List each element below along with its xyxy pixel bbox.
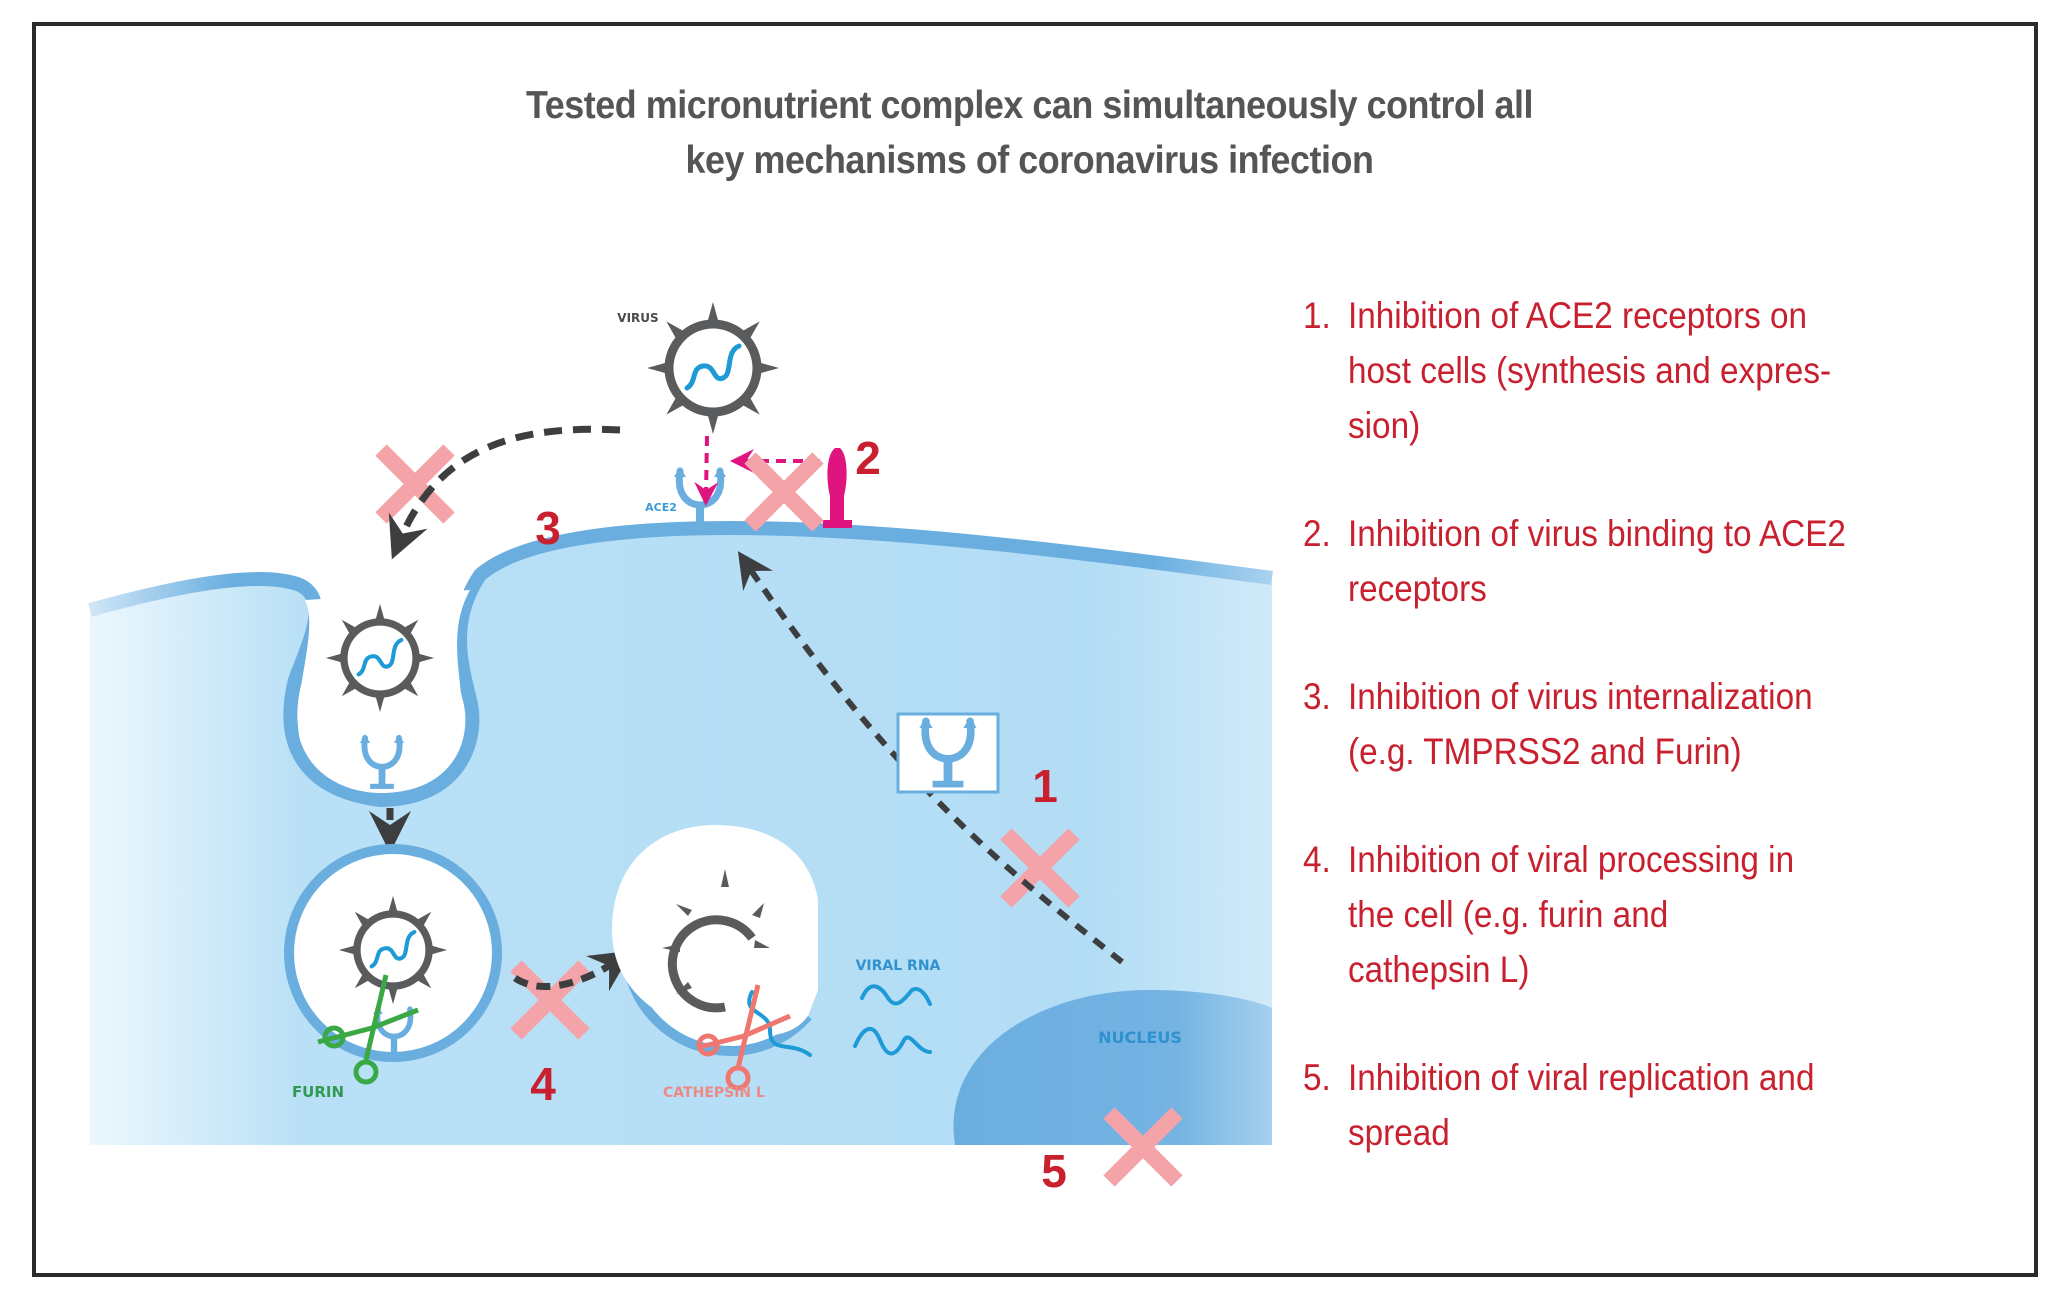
processing-arrow bbox=[513, 950, 633, 992]
nucleus-label: NUCLEUS bbox=[1098, 1028, 1182, 1047]
mechanism-item-5: 5. Inhibition of viral replication and s… bbox=[1303, 1050, 1951, 1160]
internalization-arrow bbox=[388, 425, 621, 560]
mechanism-text: Inhibition of virus binding to ACE2 rece… bbox=[1348, 513, 1846, 609]
cathepsin-label: CATHEPSIN L bbox=[663, 1085, 765, 1101]
mechanism-list: 1. Inhibition of ACE2 receptors on host … bbox=[1303, 288, 2023, 1213]
mechanism-text: Inhibition of virus internalization (e.g… bbox=[1348, 676, 1813, 772]
furin-scissors-icon bbox=[317, 974, 419, 1085]
figure-border bbox=[32, 22, 2038, 1277]
viral-rna-icon bbox=[853, 1026, 932, 1056]
mechanism-text: Inhibition of viral processing in the ce… bbox=[1348, 839, 1795, 990]
mechanism-item-4: 4. Inhibition of viral processing in the… bbox=[1303, 832, 1951, 997]
marker-2: 2 bbox=[855, 432, 881, 484]
mechanism-number: 2. bbox=[1303, 513, 1331, 554]
viral-rna-label: VIRAL RNA bbox=[856, 958, 941, 974]
vesicle-virus-icon bbox=[339, 896, 447, 1004]
furin-label: FURIN bbox=[292, 1083, 344, 1101]
title-line-1: Tested micronutrient complex can simulta… bbox=[526, 84, 1533, 127]
viral-rna-icon bbox=[860, 984, 932, 1006]
mechanism-item-3: 3. Inhibition of virus internalization (… bbox=[1303, 669, 1951, 779]
mechanism-number: 5. bbox=[1303, 1057, 1331, 1098]
mechanism-text: Inhibition of viral replication and spre… bbox=[1348, 1057, 1815, 1153]
virus-label: VIRUS bbox=[617, 311, 658, 325]
marker-3: 3 bbox=[535, 502, 561, 554]
marker-5: 5 bbox=[1041, 1145, 1067, 1197]
nucleus bbox=[953, 990, 1272, 1145]
virus-icon bbox=[647, 302, 779, 434]
title-line-2: key mechanisms of coronavirus infection bbox=[685, 139, 1374, 182]
marker-4: 4 bbox=[530, 1058, 556, 1110]
mechanism-text: Inhibition of ACE2 receptors on host cel… bbox=[1348, 295, 1832, 446]
mechanism-number: 1. bbox=[1303, 295, 1331, 336]
block-x-icon-2 bbox=[750, 458, 818, 526]
mechanism-number: 3. bbox=[1303, 676, 1331, 717]
block-x-icon-3 bbox=[381, 450, 449, 518]
opened-virus-icon bbox=[662, 869, 770, 1013]
receptor-transport-arrow bbox=[737, 551, 1124, 965]
cathepsin-scissors-icon bbox=[696, 984, 791, 1091]
mechanism-number: 4. bbox=[1303, 839, 1331, 880]
cell-membrane bbox=[88, 520, 1273, 808]
ace2-label: ACE2 bbox=[645, 501, 677, 514]
mechanism-item-2: 2. Inhibition of virus binding to ACE2 r… bbox=[1303, 506, 1951, 616]
binding-arrow bbox=[694, 435, 719, 506]
mechanism-item-1: 1. Inhibition of ACE2 receptors on host … bbox=[1303, 288, 1951, 453]
inhibitor-icon bbox=[823, 448, 852, 528]
figure-title: Tested micronutrient complex can simulta… bbox=[82, 78, 1976, 188]
endocytosed-virus-icon bbox=[326, 604, 434, 712]
marker-1: 1 bbox=[1032, 760, 1058, 812]
